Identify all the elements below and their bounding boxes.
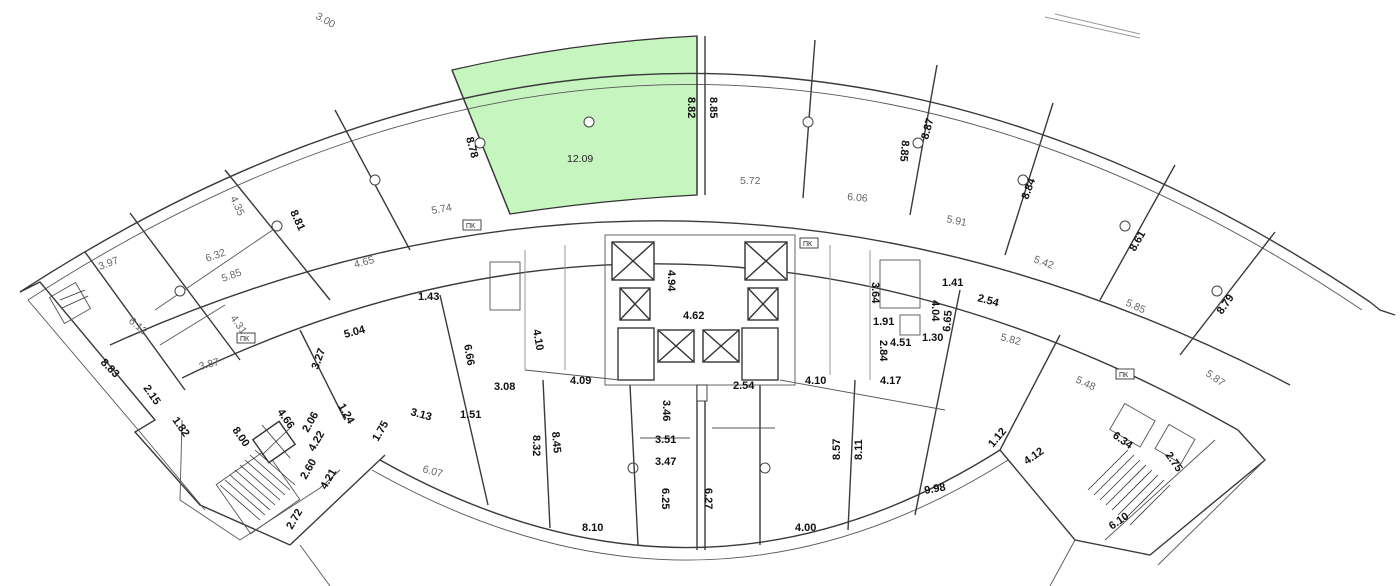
- inner-unit-labels: 5.04 3.27 6.66 3.08 3.13 1.51 1.24 1.75 …: [310, 324, 1185, 534]
- inner-label: 1.75: [370, 419, 391, 444]
- core-label: 3.46: [660, 400, 672, 421]
- stair-labels: 1.82 8.00 4.66 2.06 4.22 2.60 4.21 2.72: [170, 407, 340, 532]
- core-label: 1.30: [922, 332, 943, 344]
- outer-label: 8.85: [707, 97, 719, 118]
- outer-label: 8.81: [287, 208, 307, 232]
- outer-label: 5.85: [1124, 297, 1148, 317]
- shaft-pk-5: [696, 384, 708, 402]
- corner-label: 3.00: [314, 10, 338, 31]
- outer-label: 8.85: [897, 140, 911, 162]
- shaft-label: ПК: [466, 223, 476, 230]
- inner-label: 5.04: [343, 324, 368, 341]
- outer-label: 8.82: [685, 97, 697, 118]
- inner-label: 6.34: [1110, 430, 1135, 453]
- core-label: 4.17: [880, 375, 901, 387]
- core-label: 4.09: [570, 375, 591, 387]
- shaft-pk-4: ПК: [1115, 368, 1135, 380]
- inner-label: 9.98: [923, 481, 946, 497]
- shaft-label: ПК: [803, 241, 813, 248]
- stair-label: 2.72: [284, 507, 305, 532]
- core-label: 2.84: [877, 340, 889, 362]
- core-label: 2.54: [976, 292, 1001, 309]
- inner-label: 8.11: [853, 439, 865, 460]
- corridor-walls: [109, 220, 1291, 431]
- inner-facade: [299, 449, 1076, 586]
- outer-label: 6.12: [126, 315, 149, 337]
- outer-label: 6.06: [847, 191, 869, 205]
- inner-label: 5.82: [999, 331, 1022, 348]
- inner-label: 6.10: [1107, 510, 1131, 532]
- inner-label: 6.66: [461, 343, 477, 366]
- core-label: 4.10: [805, 375, 826, 387]
- core-label: 6.65: [941, 310, 955, 332]
- core-label: 2.54: [733, 380, 755, 392]
- shaft-pk-1: ПК: [462, 219, 482, 231]
- outer-label: 3.87: [198, 356, 221, 373]
- outer-label: 5.91: [945, 213, 968, 229]
- outer-label: 5.74: [430, 202, 452, 217]
- outer-label: 5.87: [1203, 368, 1227, 390]
- inner-label: 8.45: [549, 431, 563, 453]
- outer-label: 3.97: [97, 254, 120, 272]
- inner-label: 3.08: [494, 381, 515, 393]
- right-stair: [1087, 402, 1196, 526]
- right-wing: [999, 301, 1396, 566]
- stair-label: 8.00: [230, 425, 252, 449]
- inner-label: 4.00: [795, 522, 816, 534]
- outer-label: 8.87: [919, 117, 936, 141]
- core-labels: 4.94 4.62 2.54 3.46 1.43 4.10 4.09 4.10 …: [418, 270, 1001, 421]
- left-wing: [19, 281, 386, 546]
- inner-label: 1.51: [460, 409, 481, 421]
- core-label: 4.04: [929, 300, 941, 322]
- stair-label: 1.82: [170, 415, 192, 439]
- shaft-pk-3: ПК: [236, 332, 256, 344]
- core-label: 1.91: [873, 316, 894, 328]
- stair-label: 2.60: [298, 457, 319, 482]
- core-label: 1.41: [942, 277, 963, 289]
- inner-label: 1.24: [335, 402, 357, 427]
- outer-label: 5.42: [1032, 254, 1055, 272]
- inner-label: 3.47: [655, 456, 676, 468]
- outer-label: 5.85: [220, 266, 243, 284]
- shaft-pk-2: ПК: [799, 237, 819, 249]
- inner-label: 3.51: [655, 434, 676, 446]
- shaft-label: ПК: [1119, 372, 1129, 379]
- core-label: 4.10: [530, 328, 546, 351]
- outer-label: 5.72: [740, 175, 761, 187]
- outer-label: 8.78: [463, 136, 480, 160]
- outer-label: 2.15: [141, 383, 163, 407]
- inner-label: 3.27: [310, 347, 329, 371]
- core-label: 1.43: [418, 291, 439, 303]
- core-label: 4.94: [665, 270, 677, 292]
- inner-label: 4.12: [1022, 445, 1046, 467]
- core-label: 3.64: [869, 282, 881, 304]
- outer-label: 8.61: [1127, 229, 1148, 254]
- inner-label: 6.25: [659, 488, 671, 509]
- inner-label: 6.07: [421, 463, 444, 480]
- highlighted-unit-area: 12.09: [567, 153, 593, 165]
- core-label: 4.51: [890, 337, 911, 349]
- highlighted-unit[interactable]: [451, 35, 698, 215]
- inner-label: 6.27: [702, 488, 714, 509]
- outer-label: 8.83: [98, 357, 122, 381]
- elevator-core: [524, 234, 871, 386]
- left-stair: [48, 281, 301, 535]
- inner-label: 5.48: [1074, 374, 1098, 394]
- inner-partitions: [299, 259, 1061, 550]
- inner-label: 8.32: [530, 435, 542, 456]
- outer-label: 4.65: [353, 254, 376, 271]
- shaft-label: ПК: [240, 336, 250, 343]
- inner-label: 8.10: [582, 522, 603, 534]
- outer-label: 6.32: [204, 246, 227, 264]
- inner-label: 3.13: [409, 406, 433, 423]
- inner-label: 8.57: [831, 439, 843, 460]
- columns: [174, 116, 1223, 474]
- core-label: 4.62: [683, 310, 704, 322]
- stair-label: 4.21: [318, 467, 339, 492]
- outer-label: 4.35: [227, 194, 247, 218]
